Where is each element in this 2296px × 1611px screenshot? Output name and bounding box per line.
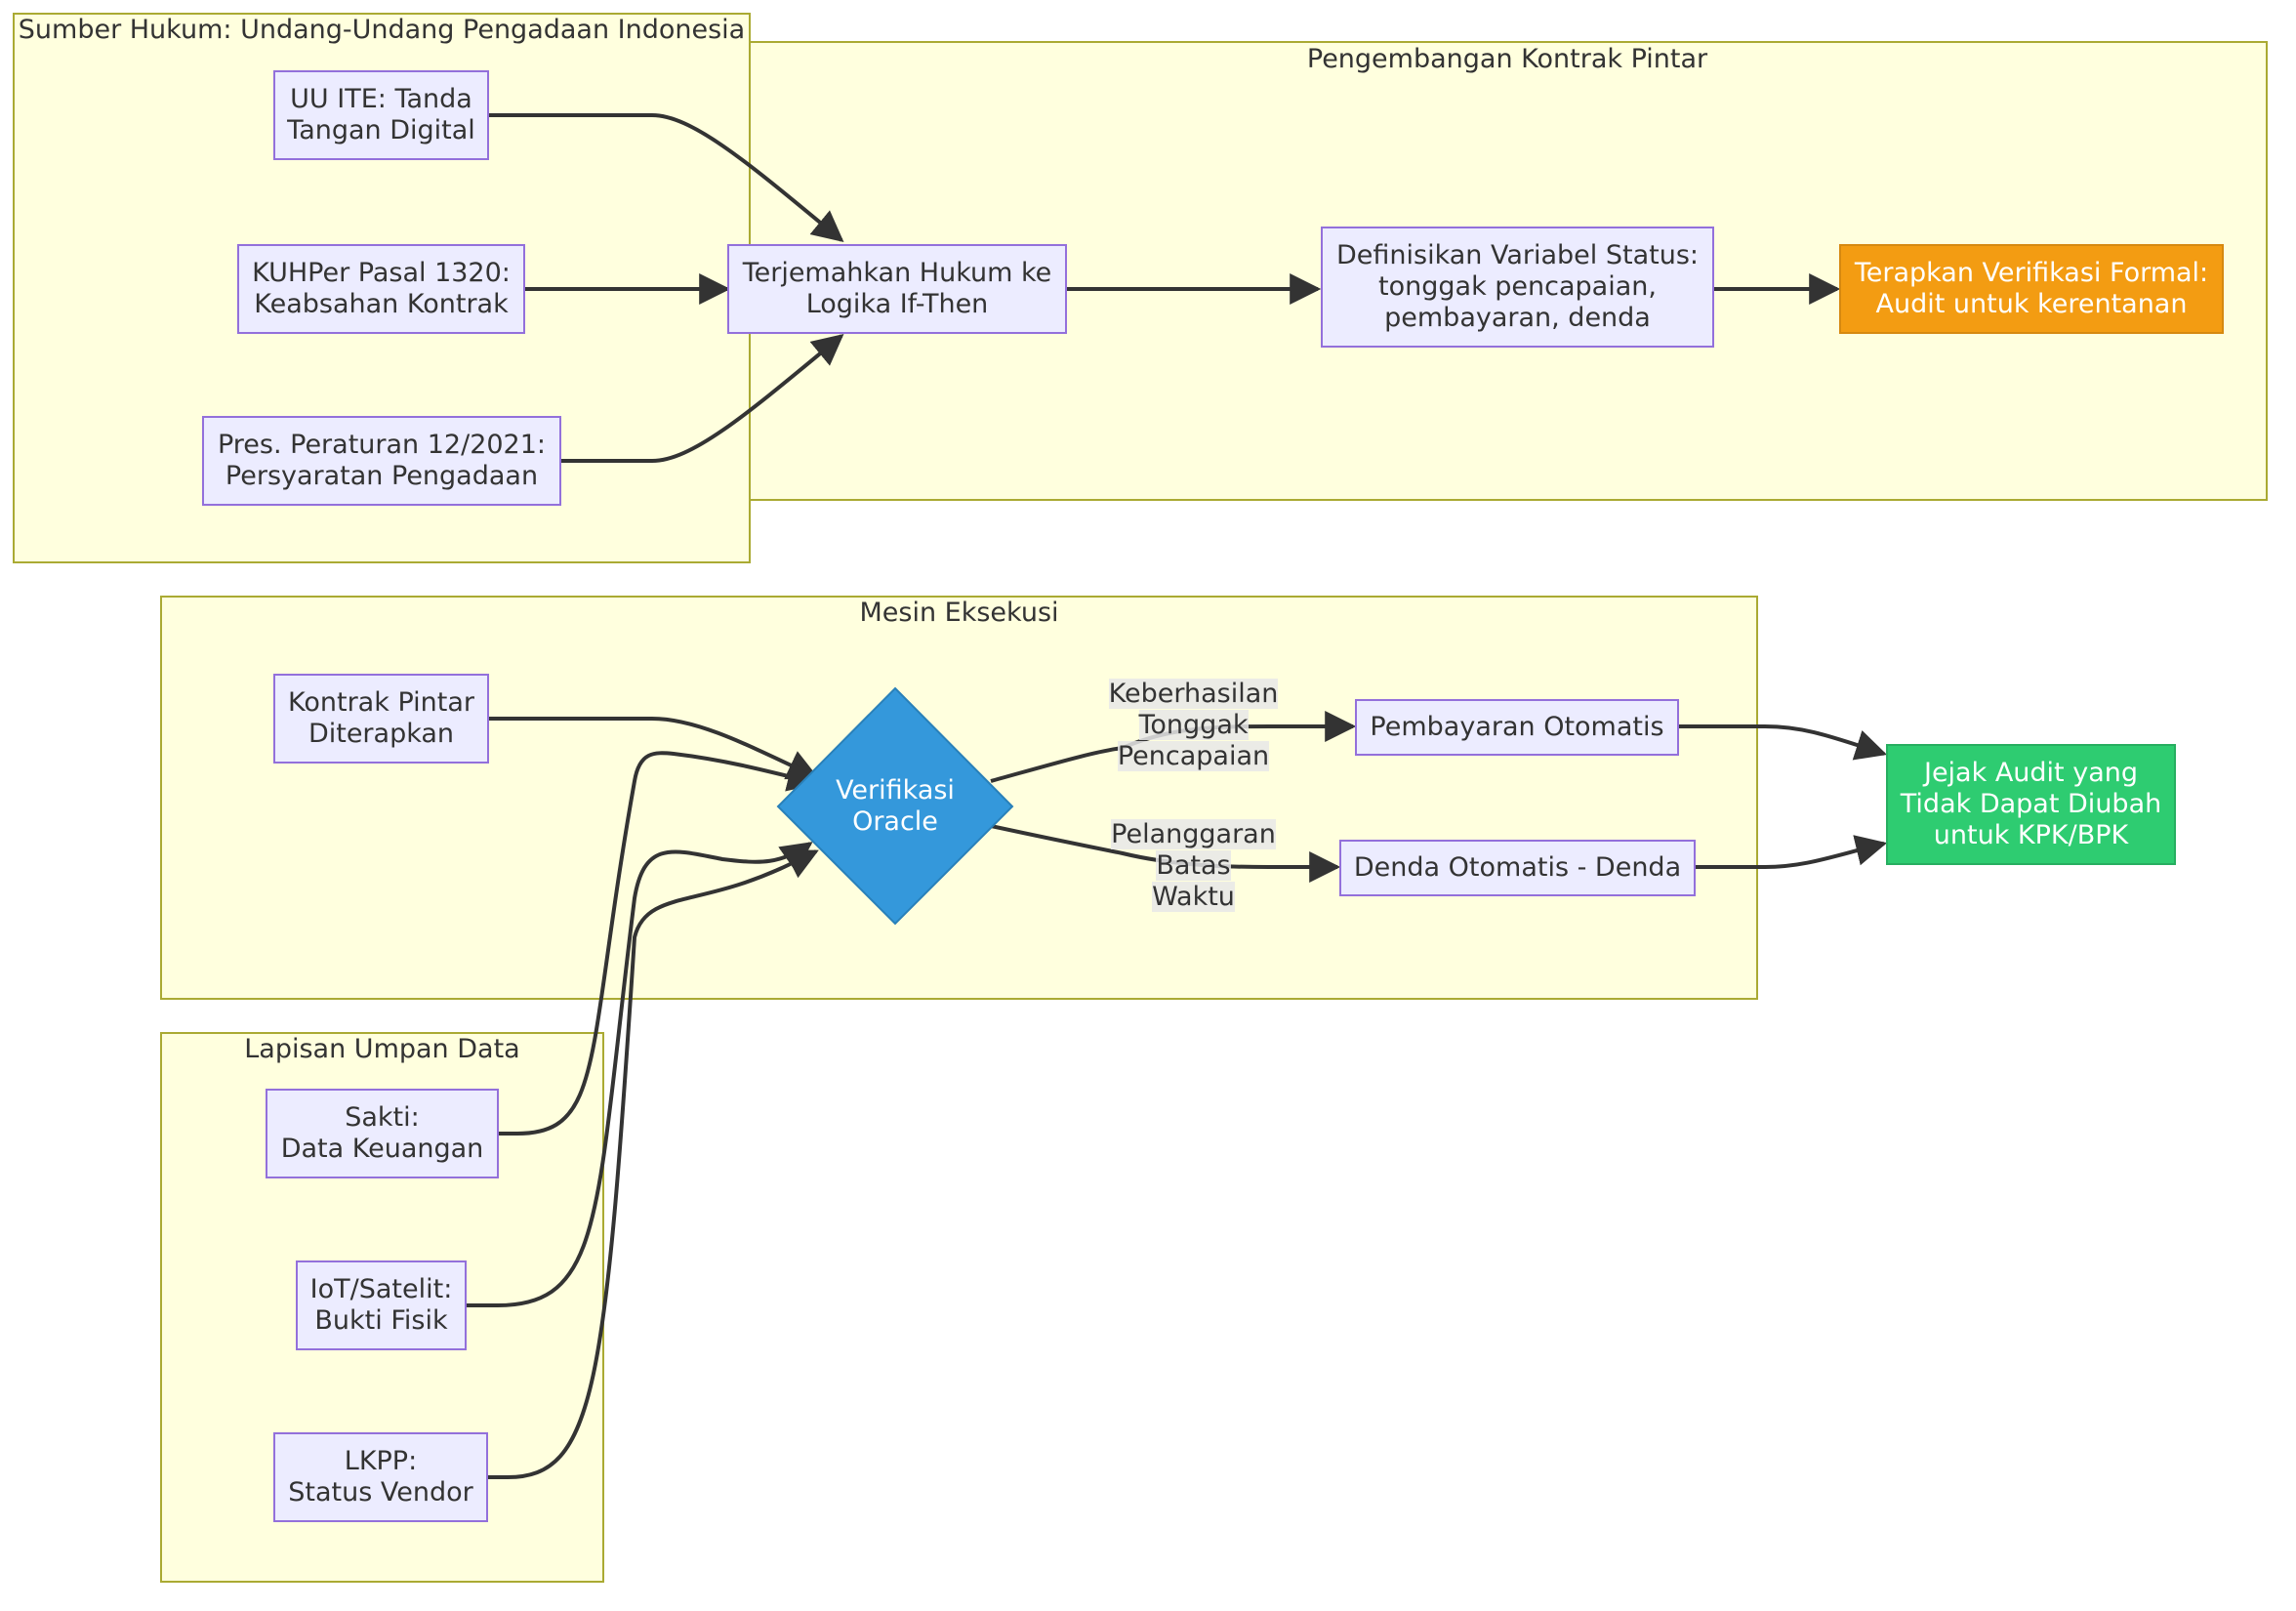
edge-lkpp-oracle xyxy=(488,849,819,1479)
cluster-title: Pengembangan Kontrak Pintar xyxy=(1306,44,1708,74)
node-deployed-contract[interactable]: Kontrak Pintar Diterapkan xyxy=(273,674,489,764)
edge-uuite-translate xyxy=(489,113,844,243)
edge-sakti-oracle xyxy=(499,751,820,1136)
edge-iot-oracle xyxy=(467,842,813,1307)
cluster-title: Mesin Eksekusi xyxy=(859,598,1059,628)
edge-label-violation: Pelanggaran Batas Waktu xyxy=(1111,819,1276,912)
node-define-state-variables[interactable]: Definisikan Variabel Status: tonggak pen… xyxy=(1321,227,1714,348)
edge-payment-audit xyxy=(1679,724,1888,761)
node-formal-verification[interactable]: Terapkan Verifikasi Formal: Audit untuk … xyxy=(1839,244,2224,334)
node-perpres-12-2021[interactable]: Pres. Peraturan 12/2021: Persyaratan Pen… xyxy=(202,416,561,506)
oracle-diamond xyxy=(776,686,1014,926)
cluster-title: Lapisan Umpan Data xyxy=(244,1034,520,1064)
cluster-title: Sumber Hukum: Undang-Undang Pengadaan In… xyxy=(18,15,746,45)
node-lkpp[interactable]: LKPP: Status Vendor xyxy=(273,1432,488,1522)
node-translate-law[interactable]: Terjemahkan Hukum ke Logika If-Then xyxy=(727,244,1067,334)
edge-label-success: Keberhasilan Tonggak Pencapaian xyxy=(1108,679,1279,771)
edge-oracle-penalty xyxy=(990,824,1341,883)
node-iot-satellite[interactable]: IoT/Satelit: Bukti Fisik xyxy=(296,1260,467,1350)
node-sakti[interactable]: Sakti: Data Keuangan xyxy=(266,1089,499,1178)
edge-penalty-audit xyxy=(1696,835,1888,869)
edge-perpres-translate xyxy=(561,333,844,463)
node-uu-ite[interactable]: UU ITE: Tanda Tangan Digital xyxy=(273,70,489,160)
node-automatic-payment[interactable]: Pembayaran Otomatis xyxy=(1355,699,1679,756)
oracle-verification-label[interactable]: Verifikasi Oracle xyxy=(836,775,955,837)
node-audit-trail[interactable]: Jejak Audit yang Tidak Dapat Diubah untu… xyxy=(1886,744,2176,865)
edge-deployed-oracle xyxy=(489,717,819,780)
node-kuhper-1320[interactable]: KUHPer Pasal 1320: Keabsahan Kontrak xyxy=(237,244,525,334)
node-automatic-penalty[interactable]: Denda Otomatis - Denda xyxy=(1339,840,1696,896)
